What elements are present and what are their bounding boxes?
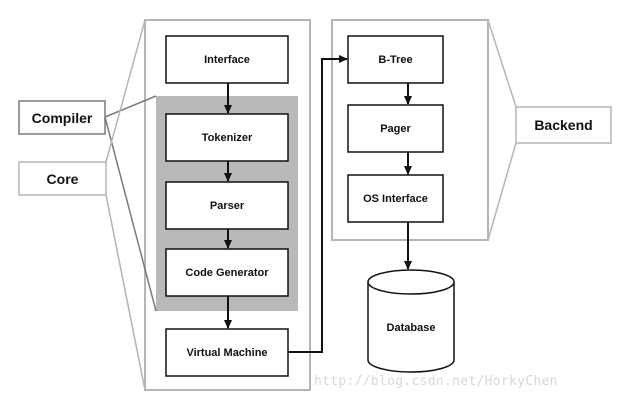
backend-callout-label: Backend xyxy=(534,117,593,133)
parser-label: Parser xyxy=(209,199,245,212)
compiler-callout-box xyxy=(18,100,106,135)
watermark-text: http://blog.csdn.net/HorkyChen xyxy=(314,374,558,389)
core-callout-box xyxy=(18,161,107,196)
pager-box xyxy=(347,104,444,153)
arrow-virtual-machine-to-btree xyxy=(288,55,348,353)
compiler-callout-label: Compiler xyxy=(31,109,93,126)
core-callout-line-bottom xyxy=(105,194,146,391)
virtual-machine-label: Virtual Machine xyxy=(186,346,268,359)
core-callout-label: Core xyxy=(46,170,79,187)
os-interface-label: OS Interface xyxy=(363,192,428,205)
btree-label: B-Tree xyxy=(378,53,413,66)
backend-callout-box xyxy=(515,106,612,144)
interface-label: Interface xyxy=(204,53,250,66)
btree-box xyxy=(347,35,444,84)
code-generator-box xyxy=(165,248,289,297)
database-label: Database xyxy=(386,322,436,334)
backend-callout-line-bottom xyxy=(487,142,517,241)
interface-box xyxy=(165,35,289,84)
backend-callout-line-top xyxy=(487,19,517,108)
tokenizer-box xyxy=(165,113,289,162)
os-interface-box xyxy=(347,174,444,223)
parser-box xyxy=(165,181,289,230)
database-cylinder-top xyxy=(367,269,455,295)
pager-label: Pager xyxy=(380,122,411,135)
compiler-callout-line-top xyxy=(104,95,157,118)
core-callout-line-top xyxy=(105,19,146,163)
compiler-callout-line-bottom xyxy=(104,116,157,312)
tokenizer-label: Tokenizer xyxy=(201,131,253,144)
code-generator-label: Code Generator xyxy=(185,266,269,279)
database-cylinder xyxy=(367,282,455,373)
